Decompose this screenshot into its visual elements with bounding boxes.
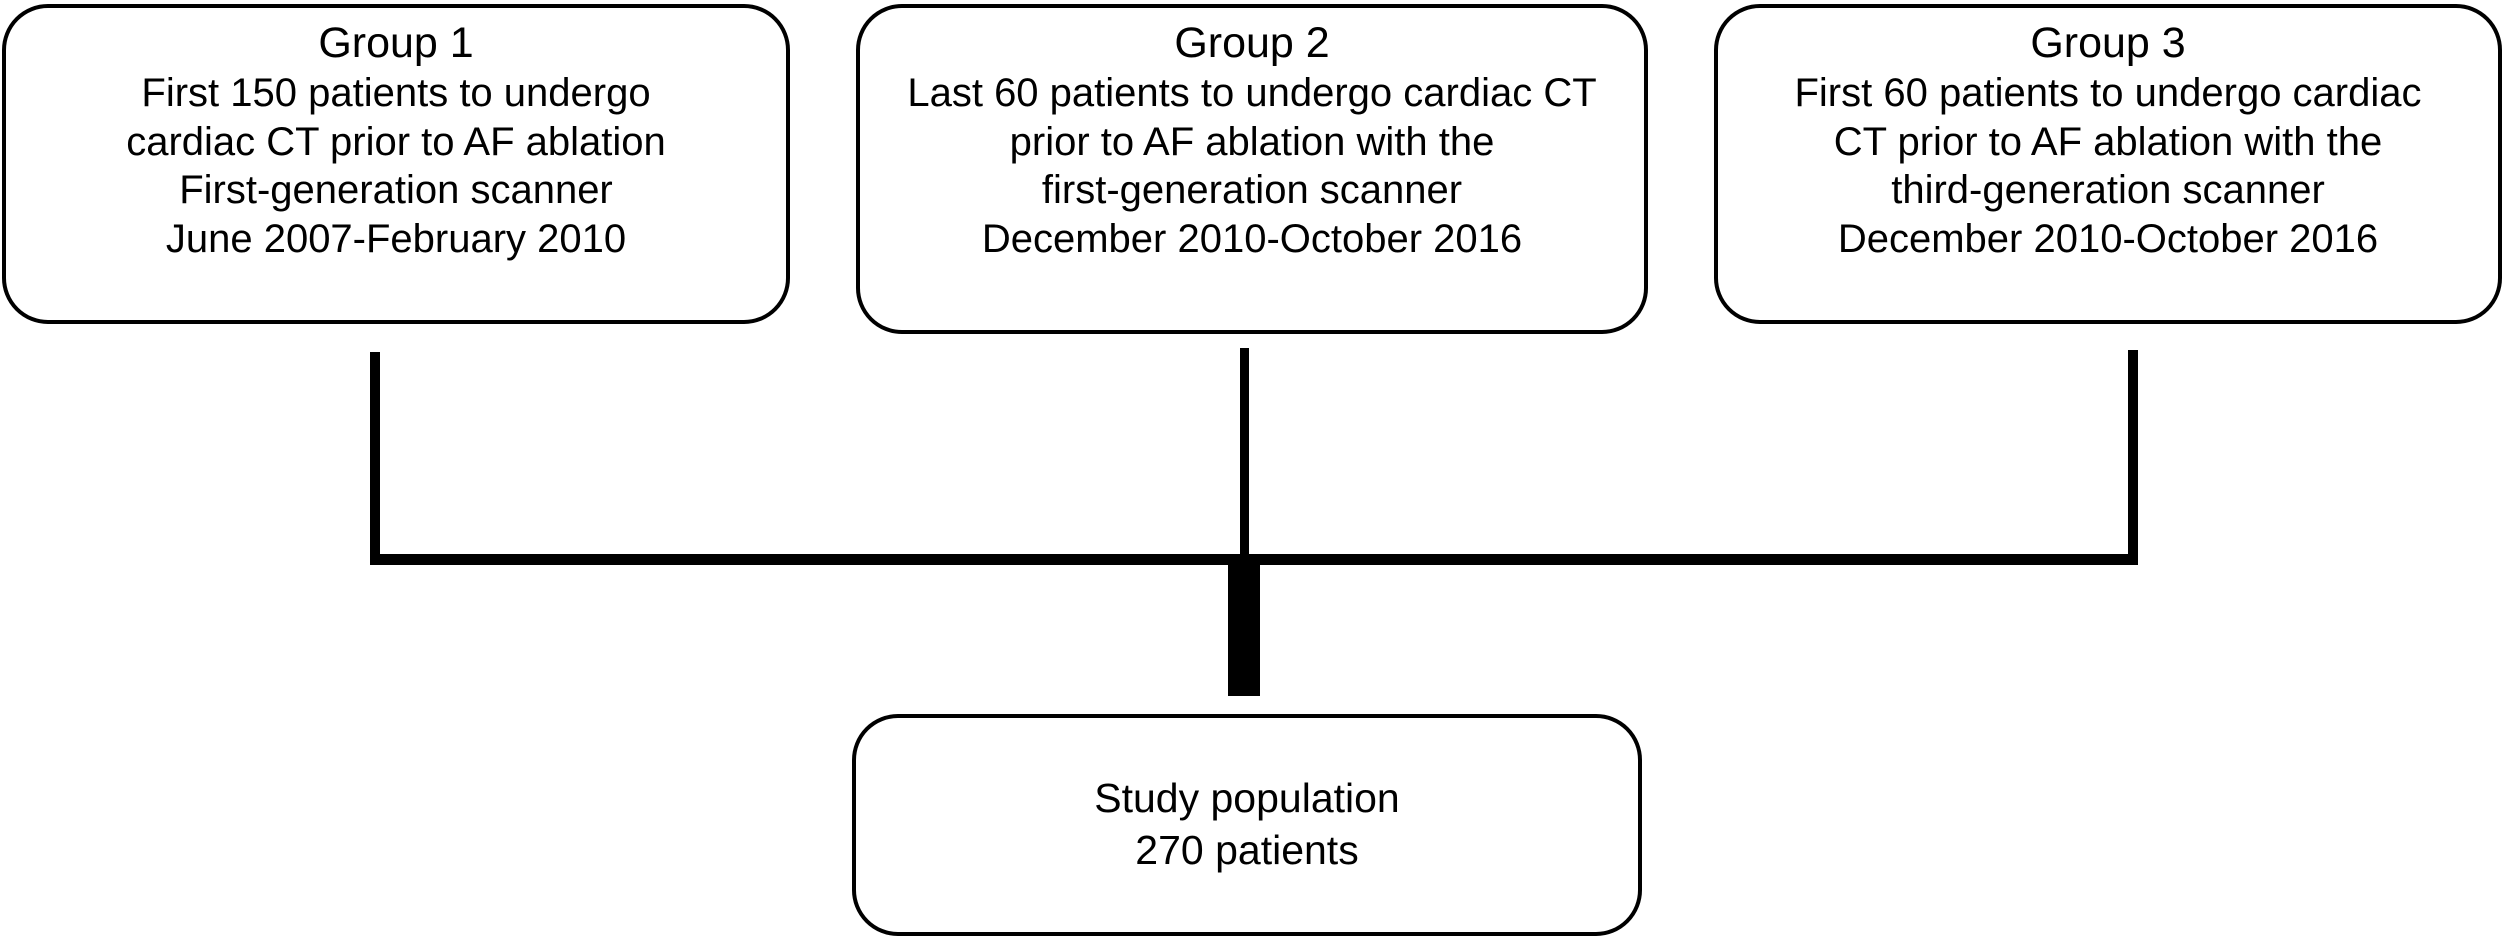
node-group-1-title: Group 1 <box>318 19 474 67</box>
group-3-to-busbar-connector <box>2128 350 2138 564</box>
group-2-to-busbar-connector <box>1240 348 1249 564</box>
node-group-1-line-1: First 150 patients to undergo <box>141 70 651 115</box>
node-group-2-line-4: December 2010-October 2016 <box>981 217 1523 262</box>
group-1-to-busbar-connector <box>370 352 380 564</box>
node-group-2: Group 2 Last 60 patients to undergo card… <box>856 4 1648 334</box>
node-group-1-line-3: First-generation scanner <box>179 168 613 213</box>
node-study-population-line-2: 270 patients <box>1135 827 1359 873</box>
node-group-2-line-1: Last 60 patients to undergo cardiac CT <box>907 70 1597 115</box>
node-group-2-line-3: first-generation scanner <box>1041 168 1463 213</box>
node-group-3-line-4: December 2010-October 2016 <box>1837 217 2379 262</box>
node-group-1-line-2: cardiac CT prior to AF ablation <box>126 119 666 164</box>
node-group-3-line-2: CT prior to AF ablation with the <box>1833 119 2383 164</box>
node-group-3-line-3: third-generation scanner <box>1891 168 2325 213</box>
node-group-1: Group 1 First 150 patients to undergo ca… <box>2 4 790 324</box>
node-study-population-line-1: Study population <box>1094 775 1400 822</box>
node-group-3: Group 3 First 60 patients to undergo car… <box>1714 4 2502 324</box>
node-study-population: Study population 270 patients <box>852 714 1642 936</box>
node-group-3-line-1: First 60 patients to undergo cardiac <box>1794 70 2422 115</box>
node-group-1-line-4: June 2007-February 2010 <box>165 217 627 262</box>
node-group-2-line-2: prior to AF ablation with the <box>1009 119 1495 164</box>
merge-busbar-connector <box>370 554 2138 565</box>
node-group-2-title: Group 2 <box>1174 19 1330 67</box>
node-group-3-title: Group 3 <box>2030 19 2186 67</box>
busbar-to-study-population-connector <box>1228 560 1260 696</box>
